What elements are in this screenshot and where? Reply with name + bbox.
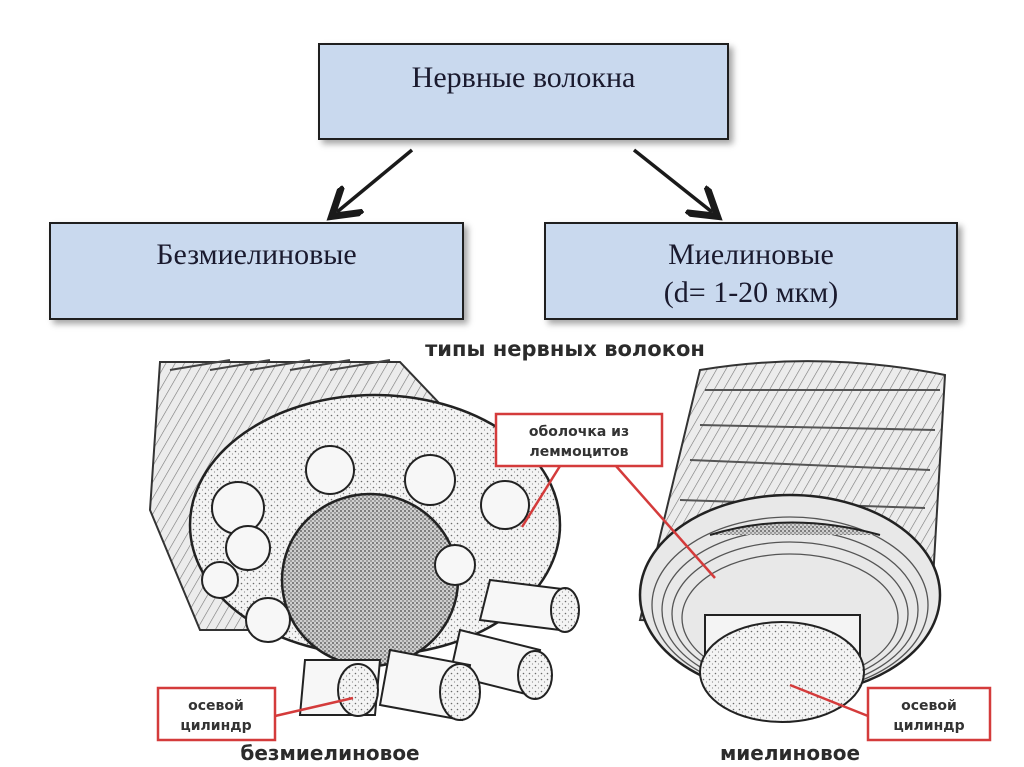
callout-axis-left: осевой цилиндр — [156, 686, 354, 742]
arrow-left — [337, 148, 414, 212]
caption-unmyelinated: безмиелиновое — [240, 741, 419, 765]
callout-sheath-line2: леммоцитов — [529, 444, 628, 460]
callout-axis-right: осевой цилиндр — [789, 683, 992, 742]
myelinated-axon-cylinder — [699, 621, 865, 723]
unmyelinated-box: Безмиелиновые — [49, 222, 464, 320]
myelinated-fiber-drawing — [638, 360, 947, 723]
unmyelinated-label: Безмиелиновые — [156, 238, 357, 271]
diameter-label: (d= 1-20 мкм) — [663, 276, 839, 309]
callout-sheath: оболочка из леммоцитов — [494, 412, 716, 579]
myelinated-box: Миелиновые (d= 1-20 мкм) — [544, 222, 958, 320]
title-text: Нервные волокна — [411, 61, 636, 94]
nerve-fiber-illustration: типы нервных волокон — [148, 337, 992, 765]
callout-axis-right-line1: осевой — [901, 698, 957, 714]
callout-sheath-line1: оболочка из — [529, 424, 629, 440]
title-box: Нервные волокна — [318, 43, 729, 140]
callout-axis-right-line2: цилиндр — [893, 718, 964, 734]
callout-axis-left-line2: цилиндр — [180, 718, 251, 734]
callout-axis-left-line1: осевой — [188, 698, 244, 714]
caption-myelinated: миелиновое — [720, 741, 860, 765]
figure-heading: типы нервных волокон — [425, 337, 705, 361]
myelinated-label: Миелиновые — [668, 238, 834, 271]
arrow-right — [632, 148, 712, 212]
unmyelinated-fiber-drawing — [148, 359, 580, 722]
axon-bundle-core — [280, 492, 460, 668]
arrows — [0, 148, 1024, 230]
